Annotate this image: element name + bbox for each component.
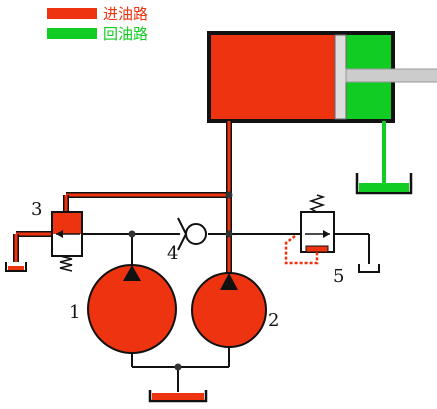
pump-2 bbox=[191, 272, 267, 348]
label-pump-1: 1 bbox=[69, 302, 80, 323]
check-valve-4 bbox=[177, 217, 207, 251]
legend-supply-swatch bbox=[47, 8, 97, 19]
hydraulic-cylinder bbox=[207, 31, 437, 123]
suction-tank bbox=[148, 390, 208, 403]
unloading-valve-5 bbox=[284, 194, 335, 265]
label-check-valve-4: 4 bbox=[167, 243, 178, 264]
relief-valve-3 bbox=[51, 211, 83, 272]
legend-return-label: 回油路 bbox=[103, 25, 148, 43]
label-unloading-valve-5: 5 bbox=[333, 266, 344, 287]
tank-valve-3 bbox=[5, 262, 27, 272]
label-pump-2: 2 bbox=[268, 310, 279, 331]
junction-dots bbox=[128, 191, 233, 371]
tank-valve-5 bbox=[358, 264, 380, 273]
legend-supply-label: 进油路 bbox=[103, 5, 148, 23]
pump-1 bbox=[87, 264, 177, 354]
supply-lines bbox=[13, 121, 232, 290]
legend-return-swatch bbox=[47, 28, 97, 39]
return-tank bbox=[355, 173, 413, 195]
label-relief-valve-3: 3 bbox=[31, 199, 42, 220]
